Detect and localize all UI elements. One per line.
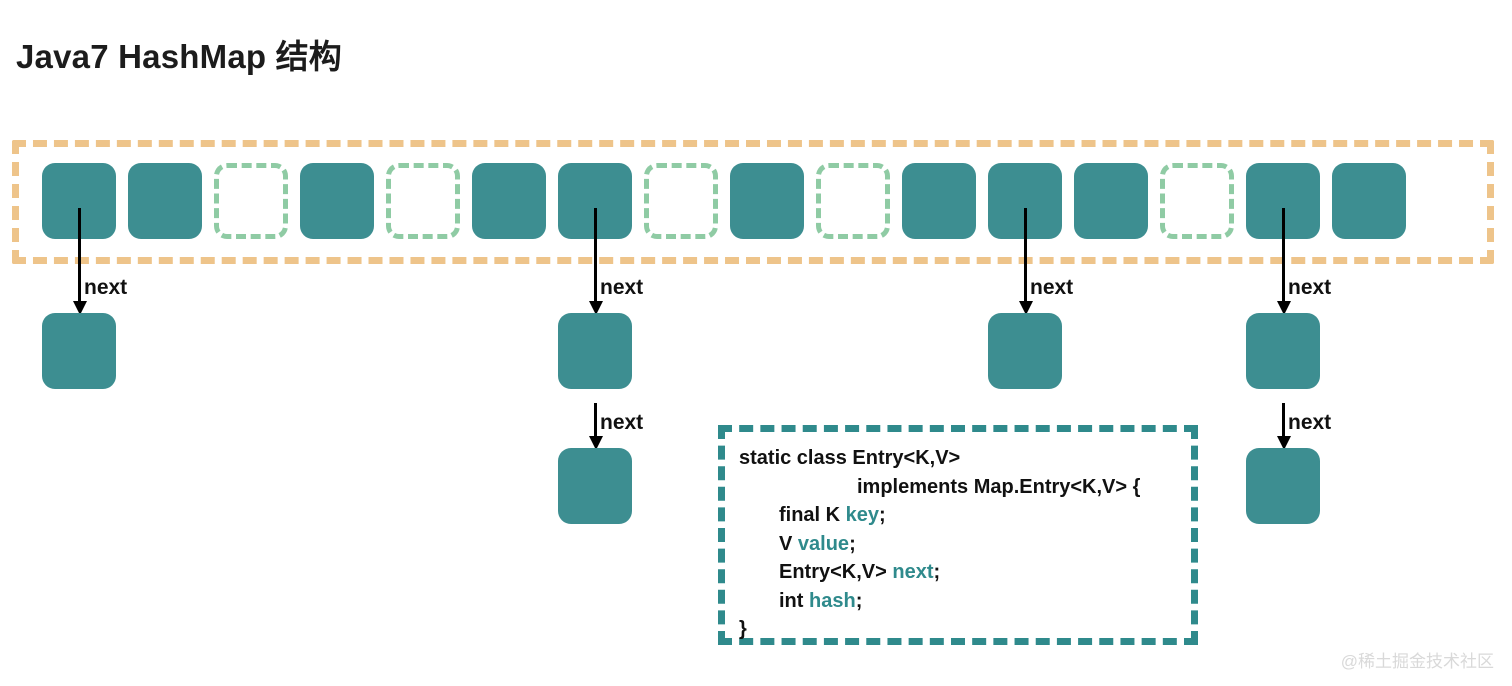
entry-node-bucket14-0 (1246, 313, 1320, 389)
bucket-cell-5 (472, 163, 546, 239)
next-label: next (1030, 276, 1074, 299)
bucket-cell-12 (1074, 163, 1148, 239)
arrow-shaft (1024, 208, 1027, 306)
hash-array-frame (12, 140, 1494, 264)
arrow-head-icon (73, 301, 87, 315)
entry-class-code: static class Entry<K,V> implements Map.En… (739, 444, 1191, 644)
bucket-cell-10 (902, 163, 976, 239)
code-keyword: } (739, 618, 747, 640)
code-field-name: next (892, 561, 934, 583)
arrow-shaft (78, 208, 81, 306)
entry-node-bucket6-0 (558, 313, 632, 389)
bucket-cell-15 (1332, 163, 1406, 239)
next-arrow-bucket14-link1: next (1277, 403, 1342, 451)
bucket-cell-1 (128, 163, 202, 239)
code-keyword: final K (779, 504, 846, 526)
code-keyword: ; (855, 589, 863, 612)
code-line-4: Entry<K,V> next; (739, 558, 1191, 587)
arrow-shaft (594, 208, 597, 306)
bucket-cell-9 (816, 163, 890, 239)
next-label: next (600, 411, 644, 434)
next-arrow-bucket14-link0: next (1277, 208, 1342, 316)
code-line-1: implements Map.Entry<K,V> { (739, 473, 1191, 502)
next-label: next (1288, 411, 1332, 434)
code-field-name: hash (809, 589, 856, 612)
code-keyword: ; (849, 532, 856, 555)
next-arrow-bucket0-link0: next (73, 208, 138, 316)
code-keyword: ; (933, 561, 941, 583)
bucket-cell-13 (1160, 163, 1234, 239)
code-keyword: implements Map.Entry<K,V> { (857, 475, 1141, 498)
code-line-5: int hash; (739, 587, 1191, 616)
arrow-head-icon (589, 436, 603, 450)
entry-node-bucket0-0 (42, 313, 116, 389)
code-keyword: Entry<K,V> (779, 561, 893, 583)
hash-array-cells (42, 163, 1418, 239)
code-keyword: int (779, 589, 809, 612)
entry-class-code-box: static class Entry<K,V> implements Map.En… (718, 425, 1198, 645)
bucket-cell-7 (644, 163, 718, 239)
bucket-cell-8 (730, 163, 804, 239)
entry-node-bucket11-0 (988, 313, 1062, 389)
arrow-head-icon (1277, 436, 1291, 450)
code-line-3: V value; (739, 530, 1191, 559)
bucket-cell-3 (300, 163, 374, 239)
next-arrow-bucket6-link1: next (589, 403, 654, 451)
next-label: next (84, 276, 128, 299)
next-label: next (1288, 276, 1332, 299)
arrow-shaft (594, 403, 597, 441)
next-label: next (600, 276, 644, 299)
code-field-name: value (797, 532, 850, 555)
bucket-cell-4 (386, 163, 460, 239)
code-field-name: key (845, 504, 880, 526)
watermark: @稀土掘金技术社区 (1340, 652, 1494, 671)
next-arrow-bucket11-link0: next (1019, 208, 1084, 316)
code-keyword: static class Entry<K,V> (739, 447, 961, 469)
arrow-head-icon (1277, 301, 1291, 315)
arrow-shaft (1282, 403, 1285, 441)
code-line-6: } (739, 615, 1191, 644)
code-line-0: static class Entry<K,V> (739, 444, 1191, 473)
code-keyword: V (779, 532, 798, 555)
arrow-shaft (1282, 208, 1285, 306)
bucket-cell-2 (214, 163, 288, 239)
code-line-2: final K key; (739, 501, 1191, 530)
arrow-head-icon (589, 301, 603, 315)
page-title: Java7 HashMap 结构 (16, 38, 342, 75)
entry-node-bucket14-1 (1246, 448, 1320, 524)
arrow-head-icon (1019, 301, 1033, 315)
next-arrow-bucket6-link0: next (589, 208, 654, 316)
entry-node-bucket6-1 (558, 448, 632, 524)
code-keyword: ; (879, 504, 886, 526)
